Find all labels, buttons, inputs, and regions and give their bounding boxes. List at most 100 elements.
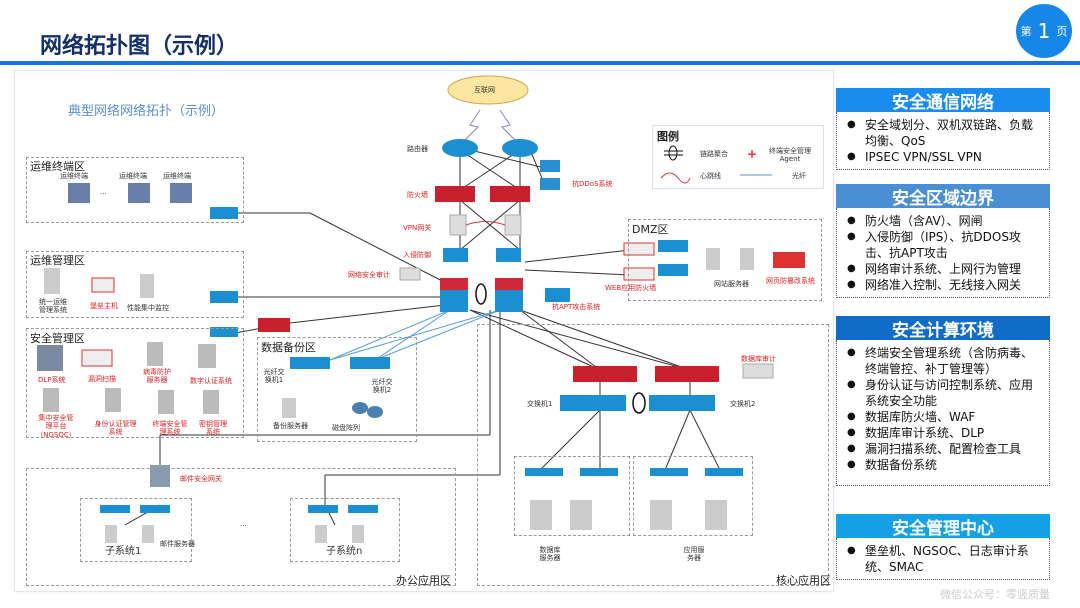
section-item: 数据备份系统 [847, 457, 1041, 473]
vpn-gateway-icon [449, 214, 467, 236]
core-item-label: 交换机1 [527, 400, 553, 408]
backup-item-label: 光纤交换机2 [371, 378, 393, 395]
vpn-gateway-icon [504, 214, 522, 236]
core-item-label: 应用服务器 [683, 546, 705, 563]
page-title: 网络拓扑图（示例） [40, 34, 239, 59]
db-server-box [514, 456, 630, 536]
net-audit-label: 网络安全审计 [348, 271, 390, 279]
core-item-label: 数据库审计 [741, 355, 776, 363]
switch-icon [210, 291, 238, 303]
terminal-icon [68, 183, 90, 203]
web-server-icon [740, 248, 754, 270]
wan-link-left [464, 109, 481, 141]
subsystem-n-box [290, 498, 400, 562]
zone-backup [257, 337, 417, 442]
waf-icon [623, 242, 655, 256]
legend-heartbeat: 心跳线 [700, 172, 721, 180]
firewall-icon [435, 186, 475, 202]
sec-item-label: 集中安全管理平台（NGSOC） [36, 414, 76, 439]
ops-item-label: 堡垒主机 [90, 302, 118, 310]
anti-ddos-label: 抗DDoS系统 [572, 180, 613, 188]
zone-ops-terminal [26, 157, 244, 223]
legend-agent: 终端安全管理Agent [769, 147, 811, 164]
dmz-item-label: 网站服务器 [714, 280, 749, 288]
anti-ddos-icon [540, 160, 560, 172]
sec-item-label: 密钥管理系统 [199, 420, 227, 437]
switch-icon [210, 327, 238, 337]
section-item: 入侵防御（IPS）、抗DDOS攻击、抗APT攻击 [847, 229, 1041, 261]
sec-item-label: 病毒防护服务器 [143, 368, 171, 385]
legend-box [652, 125, 824, 189]
section-title: 安全通信网络 [836, 88, 1050, 113]
zone-sec-mgmt [26, 328, 244, 438]
section-item: IPSEC VPN/SSL VPN [847, 149, 1041, 165]
sec-item-label: 漏洞扫描 [88, 375, 116, 383]
core-item-label: 数据库服务器 [539, 546, 561, 563]
diagram-subtitle: 典型网络网络拓扑（示例） [68, 104, 225, 119]
subsystem-label: 子系统1 [105, 546, 142, 557]
connection-lines [124, 149, 721, 526]
ops-item-label: 统一运维管理系统 [39, 298, 67, 315]
firewall-icon [490, 186, 530, 202]
section-title: 安全管理中心 [836, 514, 1050, 539]
ips-icon [443, 248, 468, 262]
section-item: 数据库防火墙、WAF [847, 409, 1041, 425]
zone-ops-mgmt [26, 251, 244, 318]
backup-item-label: 备份服务器 [273, 422, 308, 430]
watermark: 微信公众号：零竖质量 [940, 588, 1050, 601]
ips-icon [496, 248, 521, 262]
switch-icon [658, 240, 688, 252]
section-item: 身份认证与访问控制系统、应用系统安全功能 [847, 377, 1041, 409]
legend-fiber: 光纤 [792, 172, 806, 180]
anti-tamper-icon [773, 252, 805, 268]
ops-item-label: 性能集中监控 [127, 304, 169, 312]
web-server-icon [706, 248, 720, 270]
anti-ddos-icon [540, 178, 560, 190]
zone-core [477, 324, 829, 586]
section-area-boundary: 安全区域边界 防火墙（含AV）、网闸 入侵防御（IPS）、抗DDOS攻击、抗AP… [836, 184, 1050, 298]
header-divider [0, 61, 1080, 65]
disk-array-icon [367, 406, 383, 418]
heartbeat-line [465, 221, 506, 226]
zone-dmz [628, 219, 822, 301]
fiber-switch-icon [350, 357, 390, 369]
page-suffix: 页 [1056, 25, 1068, 38]
disk-array-icon [352, 402, 368, 414]
page-number: 1 [1037, 19, 1051, 43]
legend-link-agg: 链路聚合 [700, 150, 728, 158]
router-label: 路由器 [407, 145, 428, 153]
bastion-icon [91, 277, 115, 293]
page-prefix: 第 [1020, 25, 1032, 38]
section-item: 堡垒机、NGSOC、日志审计系统、SMAC [847, 543, 1041, 575]
monitor-server-icon [140, 274, 154, 298]
server-icon [44, 268, 60, 294]
zone-sec-mgmt-label: 安全管理区 [30, 332, 85, 345]
sec-item-label: 数字认证系统 [190, 377, 232, 385]
vpn-label: VPN网关 [403, 224, 432, 232]
terminal-icon [128, 183, 150, 203]
sec-item-label: 终端安全管理系统 [152, 420, 188, 437]
core-item-label: 交换机2 [730, 400, 756, 408]
section-item: 数据库审计系统、DLP [847, 425, 1041, 441]
internet-label: 互联网 [474, 86, 495, 94]
subsystem-1-box [80, 498, 192, 562]
switch-icon [560, 395, 626, 411]
section-title: 安全区域边界 [836, 184, 1050, 209]
terminal-label: 运维终端 [119, 172, 147, 180]
zone-office [26, 468, 456, 586]
wan-link-right [499, 109, 516, 141]
anti-apt-label: 抗APT攻击系统 [552, 303, 601, 311]
backup-item-label: 光纤交换机1 [263, 368, 285, 385]
terminal-icon [170, 183, 192, 203]
backup-server-icon [282, 398, 296, 418]
ellipsis: ··· [240, 522, 247, 530]
zone-dmz-label: DMZ区 [632, 223, 669, 236]
office-item-label: 邮件服务器 [160, 540, 195, 548]
sec-item-label: 身份认证管理系统 [94, 420, 137, 437]
section-item: 网络准入控制、无线接入网关 [847, 277, 1041, 293]
zone-ops-terminal-label: 运维终端区 [30, 160, 85, 173]
terminal-label: 运维终端 [60, 172, 88, 180]
legend-title: 图例 [657, 130, 679, 143]
terminal-label: 运维终端 [163, 172, 191, 180]
